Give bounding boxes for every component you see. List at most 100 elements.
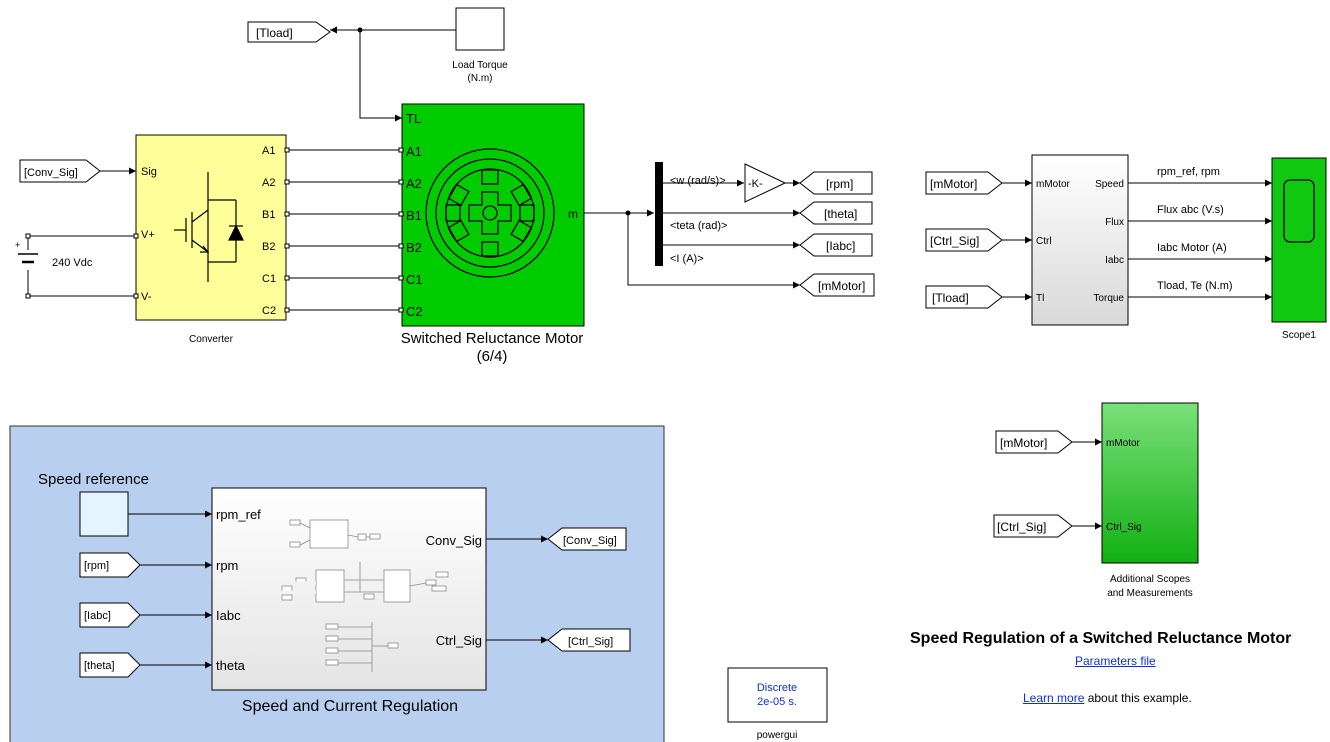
motor-port-m: m xyxy=(568,207,578,221)
motor-port-a1: A1 xyxy=(406,144,422,159)
meas-port-iabc: Iabc xyxy=(1105,255,1124,266)
powergui-line-1: Discrete xyxy=(757,682,797,694)
bus-selector[interactable] xyxy=(655,162,663,266)
learn-more-link[interactable]: Learn more xyxy=(1023,691,1085,705)
svg-text:[mMotor]: [mMotor] xyxy=(930,177,977,191)
dc-source-label: 240 Vdc xyxy=(52,257,93,269)
converter-port-b1: B1 xyxy=(262,209,275,221)
from-mmotor-add[interactable]: [mMotor] xyxy=(995,430,1073,454)
from-ctrl-sig-add[interactable]: [Ctrl_Sig] xyxy=(993,514,1073,538)
from-tload-meas[interactable]: [Tload] xyxy=(925,285,1003,309)
powergui-label: powergui xyxy=(757,730,798,741)
svg-text:[rpm]: [rpm] xyxy=(826,177,853,191)
load-torque-block[interactable] xyxy=(455,7,505,51)
svg-text:[rpm]: [rpm] xyxy=(84,560,109,572)
svg-text:[theta]: [theta] xyxy=(824,207,857,221)
scope-signal-flux: Flux abc (V.s) xyxy=(1157,204,1224,216)
converter-port-c2: C2 xyxy=(262,305,276,317)
from-mmotor-meas[interactable]: [mMotor] xyxy=(925,171,1003,195)
converter-port-c1: C1 xyxy=(262,273,276,285)
converter-block[interactable] xyxy=(135,134,287,321)
load-torque-label-2: (N.m) xyxy=(468,73,493,84)
converter-port-a1: A1 xyxy=(262,145,275,157)
add-port-ctrl-sig: Ctrl_Sig xyxy=(1106,522,1142,533)
svg-text:[Tload]: [Tload] xyxy=(932,291,969,305)
svg-text:[Ctrl_Sig]: [Ctrl_Sig] xyxy=(568,636,613,648)
svg-text:[Conv_Sig]: [Conv_Sig] xyxy=(24,167,78,179)
converter-port-vminus: V- xyxy=(141,291,152,303)
goto-ctrl-sig-reg[interactable]: [Ctrl_Sig] xyxy=(547,628,631,652)
motor-block[interactable] xyxy=(401,103,585,327)
learn-more-line: Learn more about this example. xyxy=(1023,691,1192,705)
bus-signal-teta: <teta (rad)> xyxy=(670,220,727,232)
meas-port-ctrl: Ctrl xyxy=(1036,236,1052,247)
from-iabc-reg[interactable]: [Iabc] xyxy=(79,602,141,628)
regulation-internal-preview xyxy=(246,519,449,672)
svg-text:[Conv_Sig]: [Conv_Sig] xyxy=(563,535,617,547)
converter-label: Converter xyxy=(189,334,234,345)
meas-port-speed: Speed xyxy=(1095,179,1124,190)
speed-reference-block[interactable] xyxy=(79,491,129,537)
gain-block[interactable]: -K- xyxy=(744,163,787,203)
reg-port-rpm-ref: rpm_ref xyxy=(216,507,261,522)
meas-port-flux: Flux xyxy=(1105,217,1124,228)
svg-text:[mMotor]: [mMotor] xyxy=(1000,436,1047,450)
scope-label: Scope1 xyxy=(1282,330,1316,341)
wire-converter-to-motor xyxy=(288,149,400,311)
params-link-container: Parameters file xyxy=(1075,654,1156,668)
goto-conv-sig-reg[interactable]: [Conv_Sig] xyxy=(547,527,627,551)
svg-text:[Iabc]: [Iabc] xyxy=(826,239,855,253)
from-rpm-reg[interactable]: [rpm] xyxy=(79,552,141,578)
model-title: Speed Regulation of a Switched Reluctanc… xyxy=(910,630,1292,647)
goto-tload-top[interactable]: [Tload] xyxy=(247,21,331,43)
motor-port-a2: A2 xyxy=(406,176,422,191)
svg-text:+: + xyxy=(15,240,20,250)
motor-stator-icon xyxy=(425,148,555,278)
motor-port-tl: TL xyxy=(406,111,421,126)
meas-port-tl: Tl xyxy=(1036,293,1044,304)
from-ctrl-sig-meas[interactable]: [Ctrl_Sig] xyxy=(925,228,1003,252)
svg-text:[mMotor]: [mMotor] xyxy=(818,279,865,293)
wire-load-to-motor xyxy=(359,30,402,122)
measurements-block[interactable] xyxy=(1031,154,1129,326)
motor-port-b1: B1 xyxy=(406,208,422,223)
goto-theta[interactable]: [theta] xyxy=(799,201,873,225)
additional-scopes-block[interactable] xyxy=(1101,402,1199,564)
powergui-block[interactable] xyxy=(727,667,828,723)
motor-port-c1: C1 xyxy=(406,272,423,287)
motor-port-c2: C2 xyxy=(406,304,423,319)
goto-conv-sig-in[interactable]: [Conv_Sig] xyxy=(19,159,101,183)
dc-source-icon: + xyxy=(15,233,139,299)
conn-ports xyxy=(284,147,404,313)
goto-mmotor[interactable]: [mMotor] xyxy=(799,273,875,297)
reg-port-conv-sig: Conv_Sig xyxy=(426,533,482,548)
bus-signal-i: <I (A)> xyxy=(670,253,704,265)
additional-label-1: Additional Scopes xyxy=(1110,574,1190,585)
reg-port-theta: theta xyxy=(216,658,246,673)
bus-signal-w: <w (rad/s)> xyxy=(670,175,726,187)
svg-text:[Tload]: [Tload] xyxy=(256,26,293,40)
powergui-line-2: 2e-05 s. xyxy=(757,696,797,708)
meas-port-mmotor: mMotor xyxy=(1036,179,1071,190)
reg-port-ctrl-sig: Ctrl_Sig xyxy=(436,633,482,648)
from-theta-reg[interactable]: [theta] xyxy=(79,652,141,678)
meas-port-torque: Torque xyxy=(1093,293,1124,304)
svg-text:-K-: -K- xyxy=(748,178,763,190)
goto-iabc[interactable]: [Iabc] xyxy=(799,233,873,257)
scope-signal-torque: Tload, Te (N.m) xyxy=(1157,280,1233,292)
svg-text:[Iabc]: [Iabc] xyxy=(84,610,111,622)
scope-block[interactable] xyxy=(1271,157,1327,323)
regulation-area-title: Speed and Current Regulation xyxy=(242,698,458,715)
svg-text:[theta]: [theta] xyxy=(84,660,115,672)
motor-port-b2: B2 xyxy=(406,240,422,255)
additional-label-2: and Measurements xyxy=(1107,588,1193,599)
converter-port-b2: B2 xyxy=(262,241,275,253)
motor-label-1: Switched Reluctance Motor xyxy=(401,330,584,347)
goto-rpm[interactable]: [rpm] xyxy=(799,171,873,195)
wire-m-to-mmotor xyxy=(627,213,800,289)
speed-reference-label: Speed reference xyxy=(38,471,149,488)
reg-port-rpm: rpm xyxy=(216,558,238,573)
parameters-file-link[interactable]: Parameters file xyxy=(1075,654,1156,668)
scope-icon xyxy=(1283,179,1315,243)
